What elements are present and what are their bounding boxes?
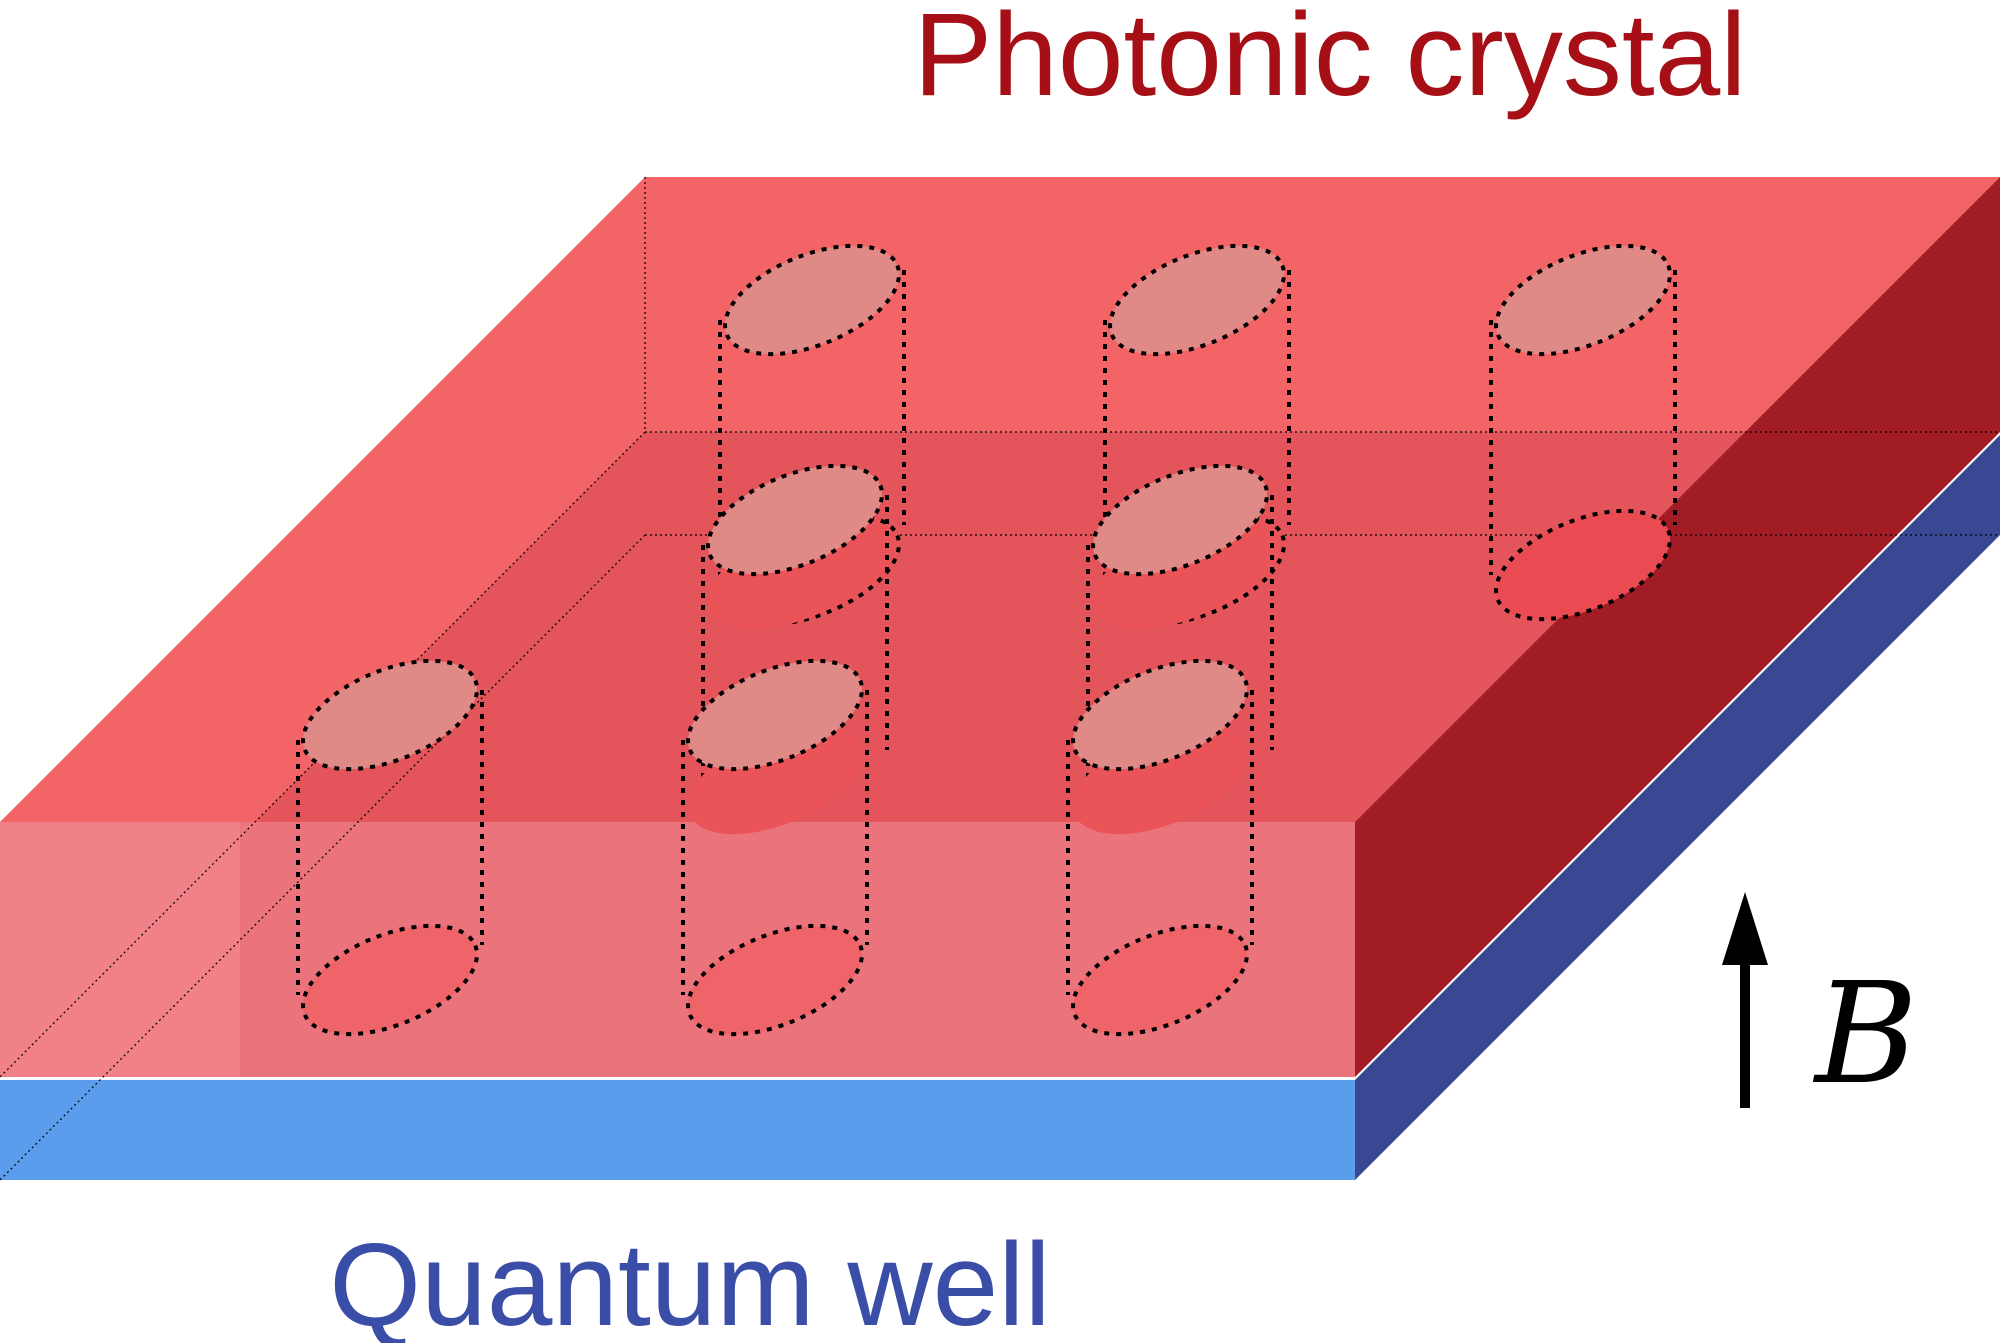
photonic-crystal-label: Photonic crystal	[914, 0, 1747, 121]
quantum-well-slab	[0, 435, 2000, 1180]
crystal-front-highlight	[0, 822, 240, 1077]
quantum-well-front-face	[0, 1080, 1355, 1180]
photonic-crystal-slab	[0, 177, 2000, 1181]
arrow-head-icon	[1722, 892, 1768, 965]
rod	[1489, 243, 1677, 622]
crystal-side-face	[1355, 177, 2000, 1077]
magnetic-field-indicator: B	[1722, 892, 1918, 1116]
quantum-well-side-face	[1355, 435, 2000, 1180]
rod	[296, 658, 484, 1037]
rod-array	[296, 243, 1677, 1037]
rod	[681, 658, 869, 1037]
rod	[1066, 658, 1254, 1037]
rod	[1086, 463, 1274, 800]
quantum-well-label: Quantum well	[329, 1219, 1050, 1343]
rod	[701, 463, 889, 800]
magnetic-field-symbol: B	[1812, 953, 1918, 1116]
